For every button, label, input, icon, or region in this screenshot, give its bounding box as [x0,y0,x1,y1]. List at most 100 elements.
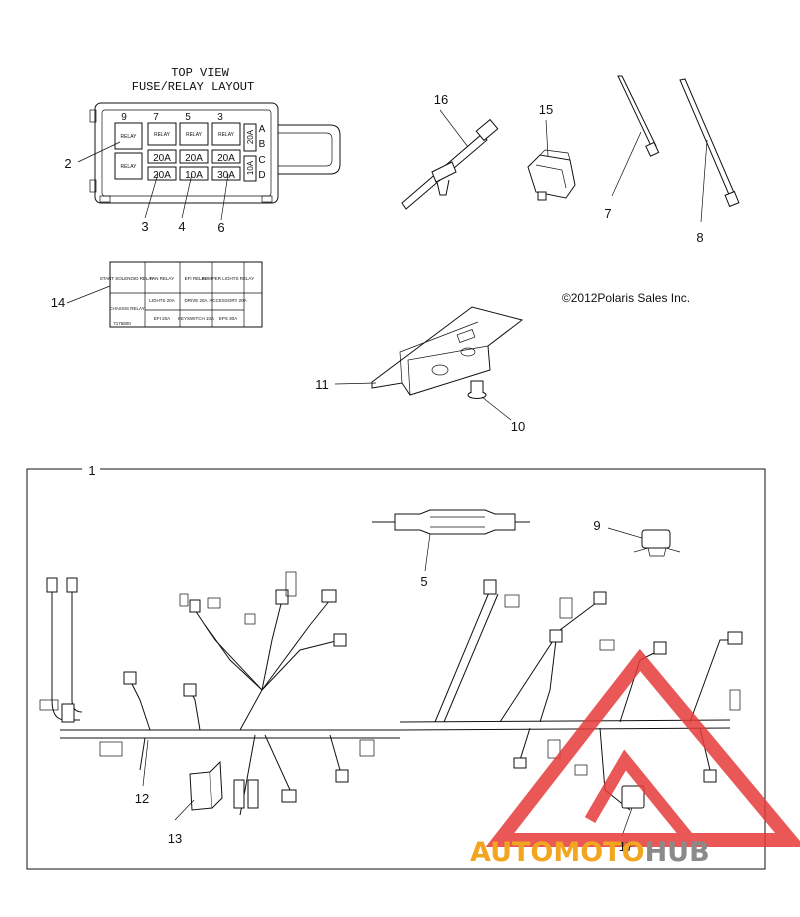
view-title-top: TOP VIEW [171,66,229,80]
relay-label: RELAY [120,164,137,170]
fuse-rating: 20A [153,170,171,181]
decal-chassis-relay: CHASSIS RELAY [109,306,144,311]
fuse-slot [211,166,241,181]
watermark-logo [485,648,800,847]
decal-part-number: 7175800 [113,321,131,326]
housing-tab [99,195,111,203]
relay-label: RELAY [186,132,203,138]
housing-tab [89,179,97,193]
connector-13: 13 [168,760,223,846]
callout-10: 10 [511,419,525,434]
side-fuse-slot [243,155,257,182]
leader-line [481,396,512,421]
callout-1: 1 [88,463,95,478]
callout-5: 5 [420,574,427,589]
callout-2: 2 [64,156,71,171]
fuse-slot [147,166,177,181]
decal-bumper-lights-relay: BUMPER LIGHTS RELAY [202,276,254,281]
callout-16: 16 [434,92,448,107]
callout-7: 7 [604,206,611,221]
row-letter: D [258,170,265,181]
copyright-note: ©2012Polaris Sales Inc. [562,291,690,305]
leader-line [181,173,193,219]
relay-slot [147,122,177,146]
decal-lights: LIGHTS 20A [149,298,175,303]
slot-number: 7 [153,112,159,123]
leader-line [611,131,642,197]
leader-line [424,533,431,572]
decal-keyswitch: KEYSWITCH 10A [178,316,214,321]
decal-efi-relay: EFI RELAY [185,276,208,281]
housing-tab [89,109,97,123]
watermark-text-automoto: AUTOMOTO [470,837,645,868]
cable-tie-7: 7 [604,75,660,221]
fuse-box-latch [278,124,341,175]
slot-number: 9 [121,112,127,123]
watermark-text-hub: HUB [645,837,710,868]
fuse-slot [179,166,209,181]
callout-6: 6 [217,220,224,235]
row-letter: B [259,139,266,150]
side-fuse-slot [243,123,257,152]
callout-17: 17 [619,839,633,854]
leader-line [66,285,111,304]
leader-line [220,173,229,221]
fuse-rating: 20A [185,153,203,164]
decal-drive: DRIVE 20A [184,298,207,303]
watermark-triangle [485,648,800,847]
side-fuse-rating: 20A [246,129,255,144]
decal-accessory: ACCESSORY 20A [209,298,246,303]
callout-8: 8 [696,230,703,245]
fuse-rating: 10A [185,170,203,181]
relay-slot [114,152,143,180]
fuse-box-inner [101,109,272,197]
callout-15: 15 [539,102,553,117]
fuse-slot [179,149,209,164]
relay-slot [114,122,143,150]
fuse-slot [211,149,241,164]
relay-slot [211,122,241,146]
callout-11: 11 [315,377,329,392]
fuse-box-latch-inner [278,132,333,167]
fuse-rating: 30A [217,170,235,181]
harness-right [399,579,743,837]
relay-label: RELAY [218,132,235,138]
decal-start-solenoid: START SOLENOID RELAY [100,276,154,281]
row-letter: A [259,124,266,135]
inline-fuse-holder: 5 [372,509,530,589]
fuse-decal: START SOLENOID RELAY FAN RELAY EFI RELAY… [51,261,263,328]
view-title-layout: FUSE/RELAY LAYOUT [132,80,254,94]
leader-line [439,109,469,148]
main-harness-left: 12 [39,571,400,816]
callout-14: 14 [51,295,65,310]
relay-slot [179,122,209,146]
leader-line [174,799,195,821]
leader-line [607,527,643,539]
housing-tab [261,195,273,203]
slot-number: 5 [185,112,191,123]
leader-line [77,141,121,163]
mounting-bracket: 11 [315,306,524,396]
fuse-rating: 20A [153,153,171,164]
relay-label: RELAY [154,132,171,138]
relay-label: RELAY [120,134,137,140]
relay-9: 9 [593,518,681,557]
callout-3: 3 [141,219,148,234]
watermark-text: AUTOMOTOHUB [470,837,710,868]
harness-frame: 1 [26,463,766,870]
fuse-box-housing [94,102,279,204]
cable-tie-8: 8 [679,78,740,245]
fuse-slot [147,149,177,164]
row-letter: C [258,155,265,166]
push-rivet: 10 [467,380,525,434]
decal-border [109,261,263,328]
connector-15: 15 [527,102,576,201]
slot-number: 3 [217,112,223,123]
callout-12: 12 [135,791,149,806]
leader-line [700,139,708,223]
leader-line [142,739,149,787]
callout-4: 4 [178,219,185,234]
decal-fan-relay: FAN RELAY [150,276,174,281]
